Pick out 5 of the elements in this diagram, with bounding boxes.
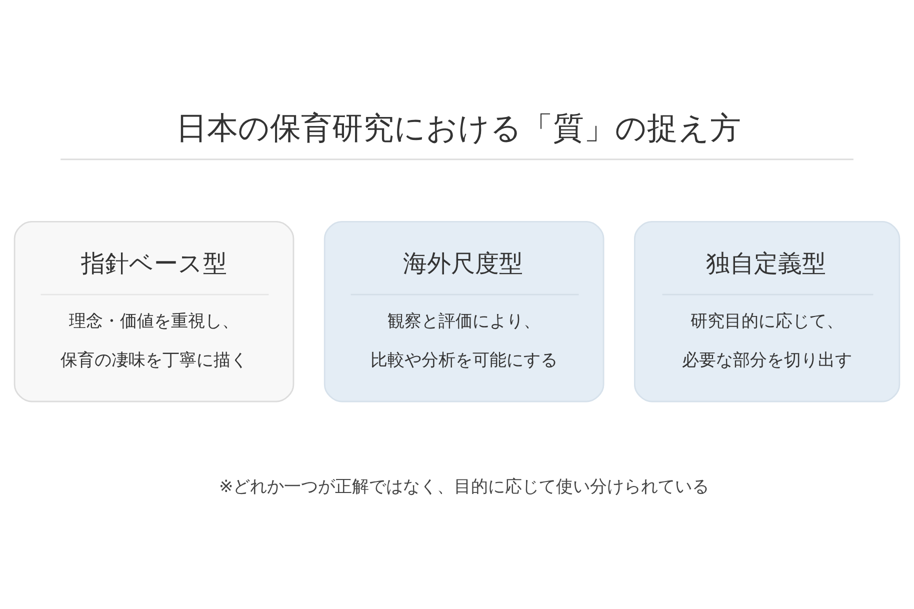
node-box: 指針ベース型 理念・価値を重視し、保育の凄味を丁寧に描く xyxy=(14,220,294,402)
node-box: 独自定義型 研究目的に応じて、必要な部分を切り出す xyxy=(634,220,900,402)
label: ※どれか一つが正解ではなく、目的に応じて使い分けられている xyxy=(218,477,710,498)
diagram-title: 日本の保育研究における「質」の捉え方 xyxy=(176,110,741,146)
node-box: 海外尺度型 観察と評価により、比較や分析を可能にする xyxy=(324,220,604,402)
